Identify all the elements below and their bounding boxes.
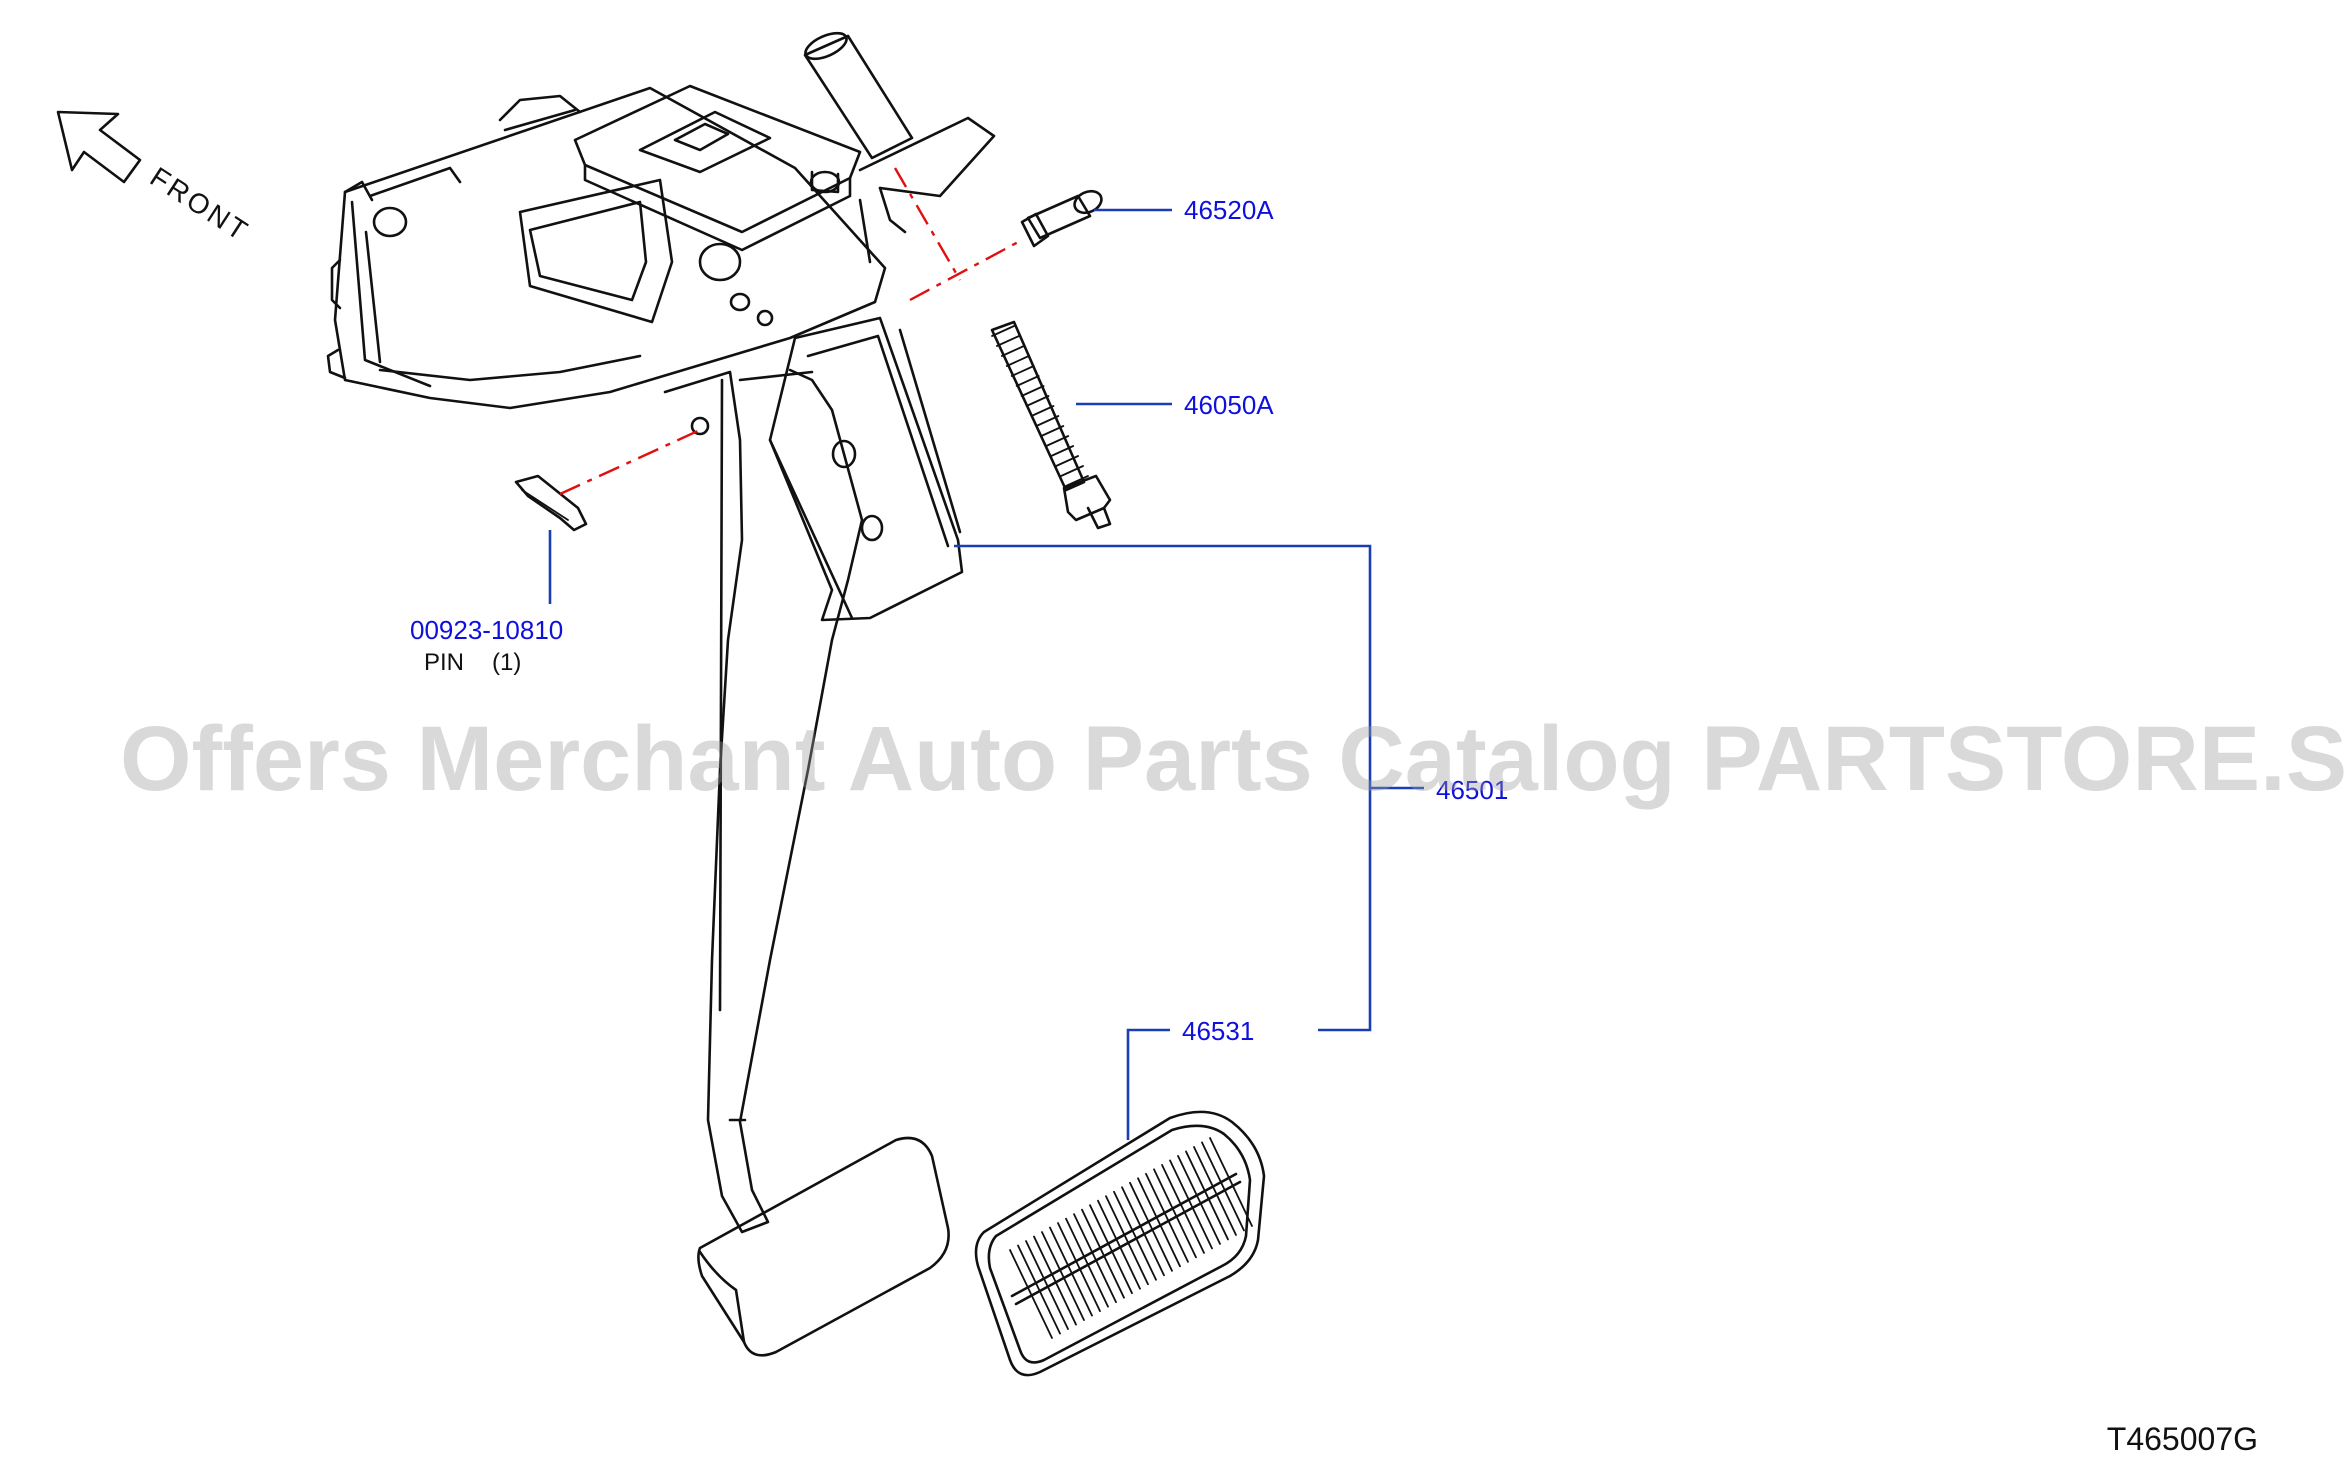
pad-rib	[1201, 1141, 1245, 1232]
watermark-text: Offers Merchant Auto Parts Catalog PARTS…	[120, 708, 2349, 810]
pad-rib	[1177, 1155, 1221, 1245]
part-name-pin: PIN	[424, 649, 464, 676]
pad-rib	[1113, 1190, 1157, 1281]
pad-rib	[1145, 1172, 1189, 1263]
pad-rib	[1169, 1159, 1213, 1250]
bolt-thread	[1035, 415, 1060, 427]
bracket-top-plate	[573, 84, 862, 327]
pad-rib	[1057, 1222, 1101, 1313]
bolt-thread	[1025, 395, 1050, 407]
pedal-rubber-pad	[974, 1110, 1266, 1377]
pedal-side-plate	[768, 316, 964, 622]
part-number-46531[interactable]: 46531	[1182, 1016, 1254, 1046]
bolt-thread	[1020, 385, 1045, 397]
cotter-pin	[514, 474, 588, 532]
pedal-arm	[663, 368, 884, 1234]
pad-rib	[1025, 1240, 1069, 1330]
pad-rib	[1097, 1199, 1141, 1290]
bolt-thread	[991, 325, 1015, 337]
pedal-bracket	[326, 86, 887, 410]
bolt-thread	[1060, 465, 1084, 477]
bolt-thread	[1000, 345, 1025, 357]
bolt-thread	[1050, 445, 1075, 457]
bolt-thread	[996, 335, 1020, 347]
part-qty-pin: (1)	[492, 649, 521, 676]
pad-rib	[1073, 1213, 1117, 1304]
leader-lines	[548, 208, 1424, 1140]
pad-rib	[1193, 1146, 1237, 1236]
bolt-thread	[1030, 405, 1055, 417]
pad-center-groove	[1010, 1172, 1242, 1306]
pad-rib	[1009, 1249, 1053, 1339]
pad-rib	[1017, 1244, 1061, 1335]
part-number-46050a[interactable]: 46050A	[1184, 390, 1274, 420]
bolt-thread	[1015, 375, 1040, 387]
pad-rib	[1041, 1231, 1085, 1321]
pad-rib	[1137, 1177, 1181, 1268]
pivot-tube	[803, 31, 996, 264]
part-number-00923-10810[interactable]: 00923-10810	[410, 615, 563, 645]
pad-rib	[1065, 1217, 1109, 1308]
clevis-pin	[1020, 189, 1103, 248]
pad-rib	[1185, 1150, 1229, 1241]
flange-bolt	[990, 320, 1112, 530]
pad-rib	[1081, 1208, 1125, 1299]
pad-rib	[1033, 1235, 1077, 1326]
bolt-thread	[1010, 365, 1035, 377]
pad-rib	[1121, 1186, 1165, 1277]
pad-rib	[1153, 1168, 1197, 1259]
pad-rib	[1161, 1163, 1205, 1254]
pad-rib	[1209, 1137, 1253, 1227]
bolt-thread	[1040, 425, 1065, 437]
pad-rib	[1105, 1195, 1149, 1286]
pad-rib	[1049, 1226, 1093, 1317]
bolt-thread	[1005, 355, 1030, 367]
pad-rib	[1129, 1181, 1173, 1272]
front-label: FRONT	[145, 161, 255, 248]
pedal-plain-pad	[697, 1136, 950, 1357]
bolt-thread	[1065, 475, 1089, 487]
center-lines	[559, 167, 1023, 496]
diagram-code: T465007G	[2107, 1421, 2258, 1457]
pad-rib	[1089, 1204, 1133, 1295]
part-number-46501[interactable]: 46501	[1436, 775, 1508, 805]
part-number-46520a[interactable]: 46520A	[1184, 195, 1274, 225]
bolt-thread	[1055, 455, 1080, 467]
front-arrow-icon	[56, 110, 142, 184]
bolt-thread	[1045, 435, 1070, 447]
